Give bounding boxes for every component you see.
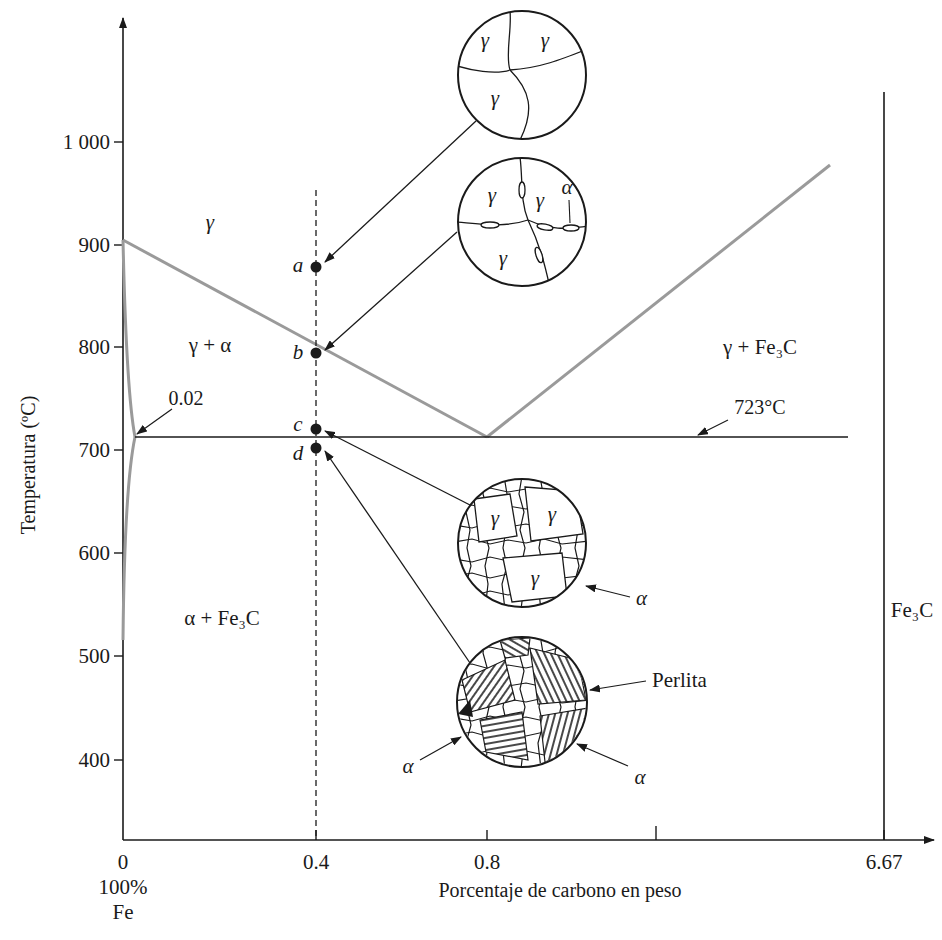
phase-symbol: γ	[499, 248, 507, 269]
point-label: d	[293, 443, 304, 464]
phase-region-label: γ	[206, 212, 214, 233]
axis-tick-label: 900	[79, 235, 111, 256]
phase-symbol: γ	[548, 504, 556, 525]
axis-tick-label: 400	[79, 750, 111, 771]
axis-tick-label: 0.4	[303, 852, 329, 873]
phase-symbol: γ	[491, 508, 499, 529]
microstructure-circle: γγγα	[457, 157, 587, 287]
axis-title: Temperatura (ºC)	[18, 396, 38, 535]
axis-title: Porcentaje de carbono en peso	[438, 880, 681, 900]
axis-tick-label: 0	[118, 852, 129, 873]
microstructure-circle: γ γ γ	[457, 478, 587, 608]
phase-symbol: α	[561, 177, 572, 198]
microstructure-circle: γ γ γ	[457, 10, 587, 140]
phase-symbol: γ	[536, 190, 544, 211]
phase-symbol: γ	[491, 88, 499, 109]
point-label: a	[293, 255, 304, 276]
phase-label: α	[634, 767, 645, 788]
phase-region-label: γ + α	[189, 335, 232, 356]
phase-region-label: γ + Fe₃C	[723, 337, 797, 358]
point-label: b	[293, 342, 304, 363]
axis-tick-label: 1 000	[63, 132, 110, 153]
phase-region-label: Fe₃C	[891, 600, 933, 621]
phase-region-label: α + Fe₃C	[184, 608, 260, 629]
axis-tick-label: 500	[79, 646, 111, 667]
axis-note: 100%	[99, 877, 148, 898]
axis-tick-label: 0.8	[474, 852, 500, 873]
phase-symbol: γ	[488, 185, 496, 206]
phase-label: Perlita	[652, 670, 707, 691]
phase-symbol: γ	[541, 30, 549, 51]
composition-label: 0.02	[169, 388, 204, 408]
axis-tick-label: 800	[79, 337, 111, 358]
axis-tick-label: 6.67	[866, 852, 903, 873]
axis-note: Fe	[113, 902, 134, 923]
temperature-label: 723°C	[734, 397, 785, 417]
axis-tick-label: 600	[79, 543, 111, 564]
phase-symbol: γ	[531, 568, 539, 589]
phase-label: α	[402, 756, 413, 777]
phase-symbol: γ	[481, 30, 489, 51]
phase-label: α	[636, 588, 647, 609]
point-label: c	[293, 414, 302, 435]
axis-tick-label: 700	[79, 440, 111, 461]
